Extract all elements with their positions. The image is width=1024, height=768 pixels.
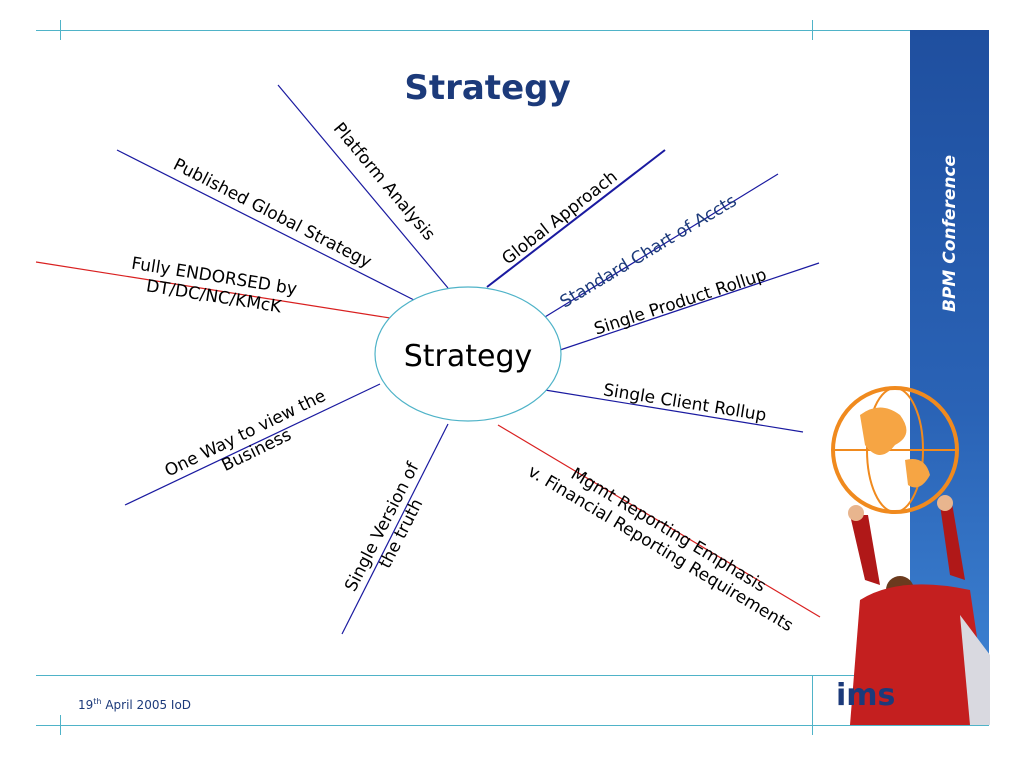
person-collar xyxy=(960,615,990,725)
branch-text-line: Single Client Rollup xyxy=(602,380,768,426)
branch-text-line: Mgmt Reporting Emphasis xyxy=(567,464,769,597)
branch-label-published-global-strategy: Published Global Strategy xyxy=(170,155,375,273)
hub-label: Strategy xyxy=(404,339,533,374)
branch-text-line: Published Global Strategy xyxy=(170,155,375,273)
branch-text-line: v. Financial Reporting Requirements xyxy=(524,462,796,637)
person-torso xyxy=(850,584,990,725)
branch-line-single-product xyxy=(559,262,820,351)
person-hand-left xyxy=(848,505,864,521)
branch-text-line: One Way to view the xyxy=(162,386,329,481)
branch-line-single-version xyxy=(341,423,449,635)
branch-line-global-approach xyxy=(486,149,666,288)
footer-day-suffix: th xyxy=(93,697,102,706)
footer-rule-bottom xyxy=(36,725,989,726)
branch-line-standard-chart xyxy=(539,173,779,321)
footer-rule-top xyxy=(36,675,989,676)
branch-label-global-approach: Global Approach xyxy=(498,167,621,269)
bottom-right-tick xyxy=(812,675,813,735)
bottom-left-tick xyxy=(60,715,61,735)
person-hand-right xyxy=(937,495,953,511)
branch-label-fully-endorsed: Fully ENDORSED by DT/DC/NC/KMcK xyxy=(127,254,304,321)
branch-line-mgmt-reporting xyxy=(497,424,821,618)
footer-day: 19 xyxy=(78,698,94,712)
globe-continent xyxy=(860,407,907,455)
ims-logo: ims xyxy=(836,678,896,713)
branch-line-published-global-strategy xyxy=(116,149,415,301)
branch-line-single-client xyxy=(544,389,804,433)
branch-label-single-version: Single Version of the truth xyxy=(341,455,444,604)
top-right-tick xyxy=(812,20,813,40)
person-arm-left xyxy=(850,515,880,585)
branch-line-one-way xyxy=(124,383,381,506)
footer-date: 19th April 2005 IoD xyxy=(78,697,191,712)
branch-label-single-client: Single Client Rollup xyxy=(602,380,768,426)
branch-line-fully-endorsed xyxy=(35,261,391,319)
page-title: Strategy xyxy=(404,68,571,108)
globe-person-illustration xyxy=(831,386,990,725)
top-rule xyxy=(36,30,989,31)
branch-label-platform-analysis: Platform Analysis xyxy=(329,119,439,245)
globe-continent-2 xyxy=(905,459,930,488)
branch-label-one-way: One Way to view the Business xyxy=(162,384,343,500)
hub-ellipse xyxy=(374,286,562,422)
footer-rest: April 2005 IoD xyxy=(101,698,192,712)
top-left-tick xyxy=(60,20,61,40)
person-arm-right xyxy=(940,503,965,580)
branch-label-mgmt-reporting: Mgmt Reporting Emphasis v. Financial Rep… xyxy=(524,444,807,636)
strategy-mindmap: Strategy Platform Analysis Published Glo… xyxy=(35,84,821,636)
branch-text-line: Global Approach xyxy=(498,167,621,269)
branch-line-platform-analysis xyxy=(277,84,449,289)
branch-text-line: Platform Analysis xyxy=(329,119,439,245)
sidebar-title: BPM Conference xyxy=(940,154,960,312)
